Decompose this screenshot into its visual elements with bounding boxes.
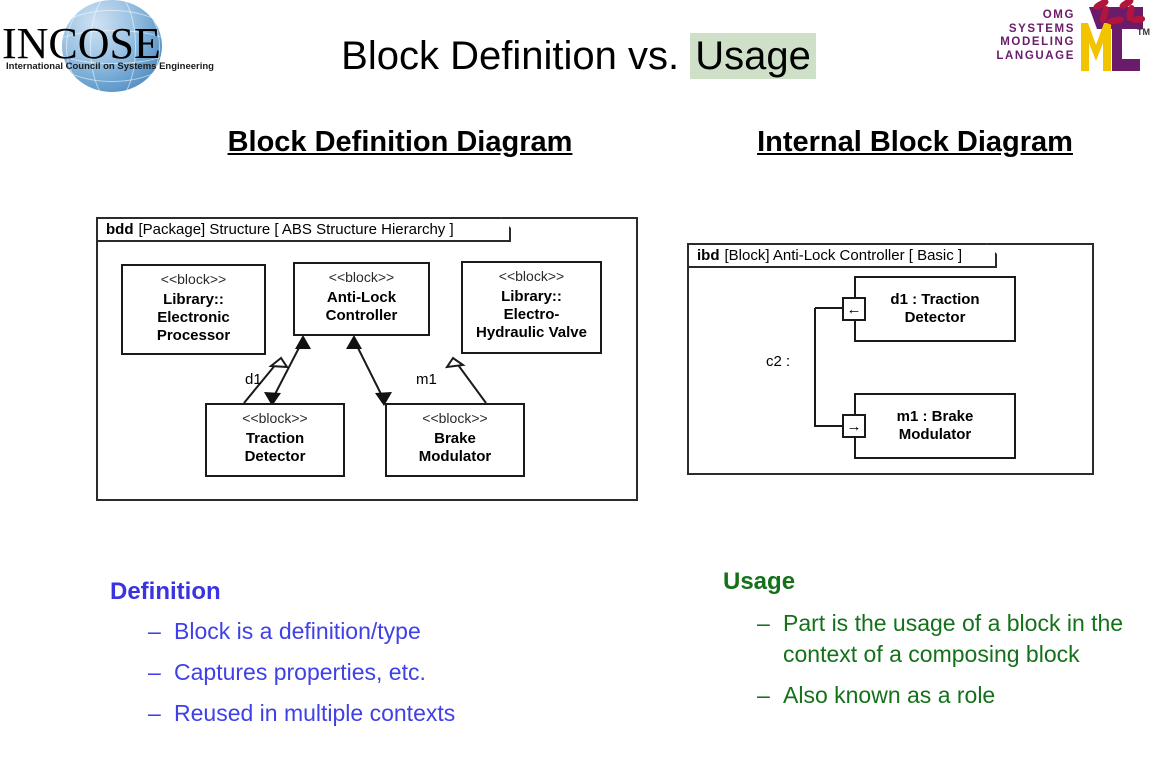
list-item-text: Reused in multiple contexts — [174, 700, 456, 726]
sysml-cube-mark-icon — [1081, 0, 1146, 79]
part-name: d1 : Traction Detector — [890, 291, 979, 327]
list-item-text: Block is a definition/type — [174, 618, 421, 644]
ibd-frame-tab: ibd [Block] Anti-Lock Controller [ Basic… — [687, 243, 997, 268]
list-item-text: Part is the usage of a block in the cont… — [783, 610, 1124, 667]
bullet-dash: – — [757, 610, 770, 636]
omg-sysml-wordmark: OMG SYSTEMS MODELING LANGUAGE — [971, 9, 1075, 63]
bdd-frame-kind: bdd — [106, 221, 134, 238]
bullet-dash: – — [757, 682, 770, 708]
omg-line-1: OMG — [1042, 9, 1075, 21]
list-item: – Captures properties, etc. — [148, 657, 598, 688]
omg-line-3: MODELING — [1000, 36, 1075, 48]
list-item-text: Captures properties, etc. — [174, 659, 426, 685]
block-name: Anti-Lock Controller — [295, 289, 428, 325]
stereotype-label: <<block>> — [160, 271, 227, 287]
connector-label-c2: c2 : — [766, 353, 791, 370]
ibd-connector-c2 — [814, 307, 842, 427]
ibd-frame-kind: ibd — [697, 247, 720, 264]
block-name-line: Brake — [434, 430, 476, 447]
stereotype-label: <<block>> — [498, 268, 565, 284]
bdd-block-traction-detector[interactable]: <<block>> Traction Detector — [205, 403, 345, 477]
omg-line-4: LANGUAGE — [996, 49, 1075, 62]
bullet-dash: – — [148, 659, 161, 685]
block-name-line: Electro- — [503, 306, 560, 323]
page-title: Block Definition vs. Usage — [0, 33, 1157, 79]
ibd-port-m1-out[interactable]: → — [842, 414, 866, 438]
block-name-line: Modulator — [418, 448, 492, 465]
bdd-block-electro-hydraulic-valve[interactable]: <<block>> Library:: Electro- Hydraulic V… — [461, 261, 602, 354]
block-name: Brake Modulator — [387, 430, 523, 466]
incose-tagline: International Council on Systems Enginee… — [6, 61, 214, 72]
block-name-line: Traction — [245, 430, 305, 447]
page-title-main: Block Definition vs. — [341, 34, 680, 78]
bdd-frame-label: [Package] Structure [ ABS Structure Hier… — [138, 221, 454, 238]
bdd-block-brake-modulator[interactable]: <<block>> Brake Modulator — [385, 403, 525, 477]
stereotype-label: <<block>> — [242, 410, 308, 426]
usage-bullet-list: – Part is the usage of a block in the co… — [757, 608, 1157, 721]
ibd-frame-label: [Block] Anti-Lock Controller [ Basic ] — [724, 247, 963, 264]
part-name-line: Detector — [904, 309, 966, 326]
incose-wordmark: INCOSE — [2, 19, 161, 68]
bdd-relationships — [243, 335, 487, 406]
stereotype-label: <<block>> — [422, 410, 488, 426]
usage-heading: Usage — [723, 568, 796, 595]
bullet-dash: – — [148, 700, 161, 726]
block-name-line: Anti-Lock — [326, 289, 397, 306]
incose-logo: INCOSE International Council on Systems … — [0, 0, 214, 95]
bdd-column-header: Block Definition Diagram — [227, 126, 573, 158]
part-name-line: m1 : Brake — [896, 408, 974, 425]
ibd-part-d1-traction-detector[interactable]: d1 : Traction Detector — [854, 276, 1016, 342]
omg-sysml-logo: OMG SYSTEMS MODELING LANGUAGE TM — [971, 0, 1151, 85]
bdd-block-electronic-processor[interactable]: <<block>> Library:: Electronic Processor — [121, 264, 266, 355]
block-name-line: Hydraulic Valve — [476, 324, 587, 341]
block-name-line: Processor — [156, 327, 231, 344]
definition-bullet-list: – Block is a definition/type – Captures … — [148, 616, 598, 739]
ibd-port-d1-in[interactable]: ← — [842, 297, 866, 321]
bullet-dash: – — [148, 618, 161, 644]
block-name: Library:: Electro- Hydraulic Valve — [463, 288, 600, 342]
list-item: – Part is the usage of a block in the co… — [757, 608, 1157, 670]
list-item: – Also known as a role — [757, 680, 1157, 711]
list-item-text: Also known as a role — [783, 682, 996, 708]
block-name: Traction Detector — [207, 430, 343, 466]
part-name-line: Modulator — [898, 426, 972, 443]
composition-label-d1: d1 — [245, 371, 262, 388]
bdd-block-anti-lock-controller[interactable]: <<block>> Anti-Lock Controller — [293, 262, 430, 336]
part-name: m1 : Brake Modulator — [897, 408, 974, 444]
list-item: – Reused in multiple contexts — [148, 698, 598, 729]
definition-heading: Definition — [110, 578, 221, 605]
composition-label-m1: m1 — [416, 371, 437, 388]
block-name: Library:: Electronic Processor — [123, 291, 264, 345]
bdd-frame-tab: bdd [Package] Structure [ ABS Structure … — [96, 217, 511, 242]
block-name-line: Detector — [244, 448, 306, 465]
part-name-line: d1 : Traction — [890, 291, 980, 308]
block-name-line: Library:: — [501, 288, 562, 305]
ibd-diagram-frame: ibd [Block] Anti-Lock Controller [ Basic… — [687, 243, 1094, 475]
omg-line-2: SYSTEMS — [1008, 22, 1075, 35]
block-name-line: Electronic — [157, 309, 230, 326]
bdd-diagram-frame: bdd [Package] Structure [ ABS Structure … — [96, 217, 638, 501]
incose-globe-icon — [62, 0, 162, 92]
ibd-column-header: Internal Block Diagram — [757, 126, 1073, 158]
ibd-part-m1-brake-modulator[interactable]: m1 : Brake Modulator — [854, 393, 1016, 459]
block-name-line: Library:: — [163, 291, 224, 308]
list-item: – Block is a definition/type — [148, 616, 598, 647]
trademark-mark: TM — [1137, 27, 1150, 37]
page-title-highlight: Usage — [690, 33, 816, 79]
block-name-line: Controller — [325, 307, 398, 324]
stereotype-label: <<block>> — [328, 269, 395, 285]
